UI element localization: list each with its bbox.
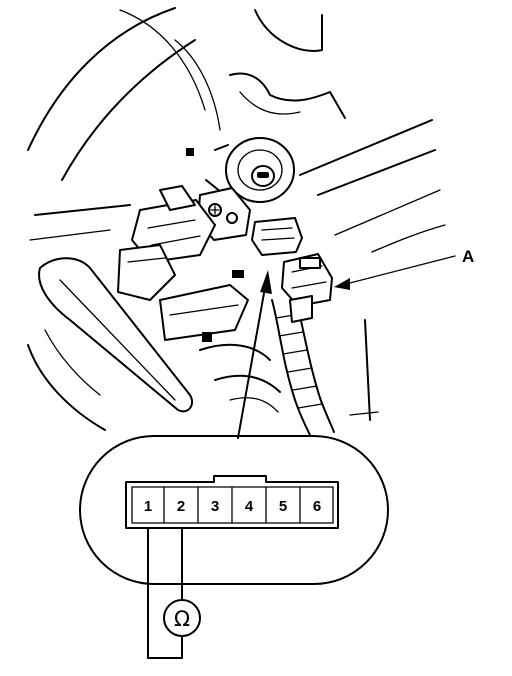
pin-1-label: 1 bbox=[144, 498, 152, 515]
pin-3-label: 3 bbox=[211, 498, 219, 515]
connector-face-view: 1 2 3 4 5 6 bbox=[79, 435, 389, 585]
callout-a-arrowhead bbox=[334, 278, 350, 290]
pin-6-label: 6 bbox=[313, 498, 321, 515]
callout-a: A bbox=[334, 247, 474, 290]
steering-column-illustration bbox=[27, 7, 446, 436]
ohm-icon: Ω bbox=[174, 607, 190, 631]
connector-housing bbox=[125, 475, 339, 529]
ohmmeter: Ω bbox=[147, 527, 201, 659]
connector-bubble bbox=[79, 435, 389, 585]
connector-pointer bbox=[237, 270, 272, 439]
callout-a-leader bbox=[345, 255, 456, 285]
callout-a-label: A bbox=[462, 247, 474, 266]
pin-4-label: 4 bbox=[245, 498, 254, 515]
pin-5-label: 5 bbox=[279, 498, 287, 515]
ohmmeter-symbol-circle bbox=[163, 599, 201, 637]
pin-2-label: 2 bbox=[177, 498, 185, 515]
connector-pointer-arrowhead bbox=[260, 270, 272, 294]
